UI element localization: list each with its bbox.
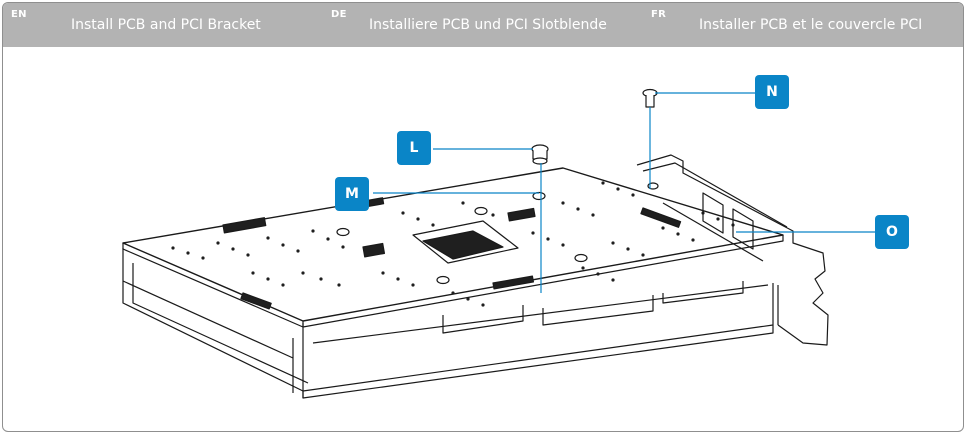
callout-l: L [397, 131, 431, 165]
lang-code-de: DE [331, 9, 347, 20]
cooler-housing [122, 248, 774, 399]
title-en: Install PCB and PCI Bracket [71, 17, 261, 33]
callout-m: M [335, 177, 369, 211]
pcb-board [122, 167, 784, 328]
lang-code-fr: FR [651, 9, 667, 20]
callout-n: N [755, 75, 789, 109]
title-de: Installiere PCB und PCI Slotblende [369, 17, 607, 33]
pci-bracket [636, 154, 829, 346]
screw-N [642, 88, 658, 108]
pcb-assembly-diagram [122, 88, 878, 399]
header-bar: EN Install PCB and PCI Bracket DE Instal… [3, 3, 963, 47]
callout-o: O [875, 215, 909, 249]
title-fr: Installer PCB et le couvercle PCI [699, 17, 923, 33]
screw-L [531, 144, 549, 165]
lang-code-en: EN [11, 9, 27, 20]
